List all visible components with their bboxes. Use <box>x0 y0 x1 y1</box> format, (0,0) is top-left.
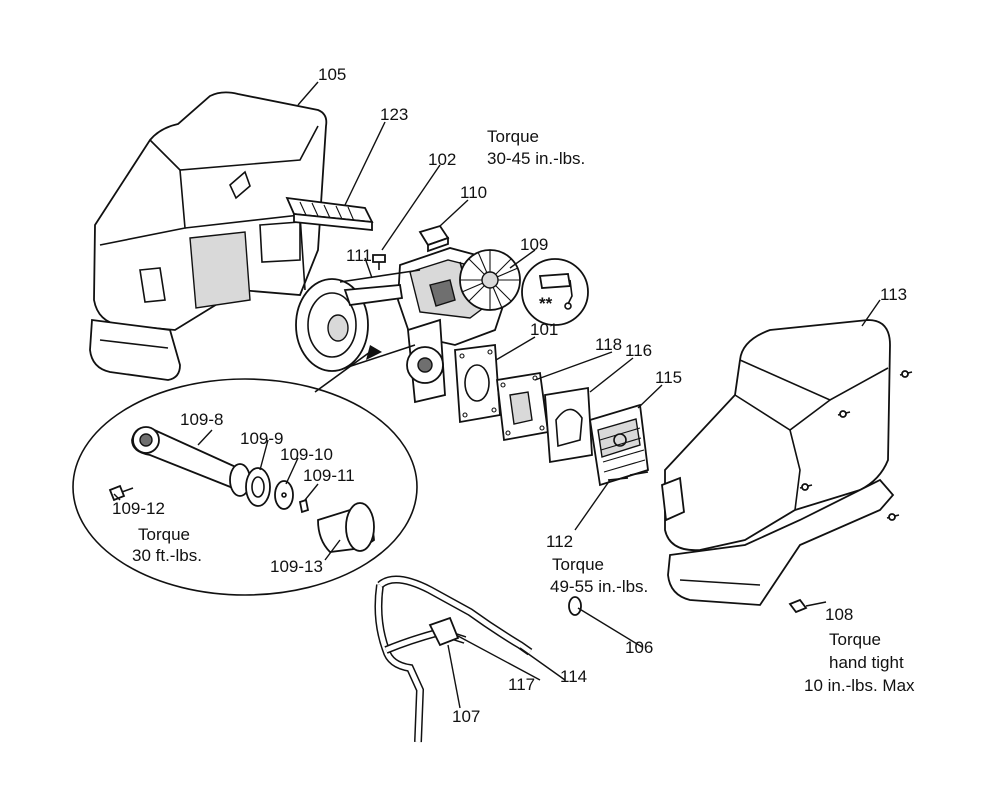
gasket-101 <box>454 343 501 424</box>
label-115: 115 <box>655 368 682 387</box>
label-109-9: 109-9 <box>240 429 283 448</box>
pulley-belt <box>295 269 421 372</box>
part-labels: 105 123 102 110 111 109 ** 101 118 116 1… <box>112 65 907 726</box>
label-108: 108 <box>825 605 853 624</box>
fitting-106 <box>568 596 582 616</box>
label-109-10: 109-10 <box>280 445 333 464</box>
label-113: 113 <box>880 285 907 304</box>
label-109-8: 109-8 <box>180 410 223 429</box>
label-112: 112 <box>546 532 573 551</box>
tubing-107 <box>374 575 533 743</box>
label-109-13: 109-13 <box>270 557 323 576</box>
torque-top-value: 30-45 in.-lbs. <box>487 149 585 168</box>
label-118: 118 <box>595 335 622 354</box>
label-double-star: ** <box>539 294 553 313</box>
torque-shroud-max: 10 in.-lbs. Max <box>804 676 915 695</box>
valve-plate-118 <box>496 371 550 442</box>
screw-102 <box>372 254 386 270</box>
torque-shroud-title: Torque <box>829 630 881 649</box>
right-shroud-113 <box>661 319 913 606</box>
bolts-112 <box>607 471 649 481</box>
motor-pump-109 <box>397 247 521 404</box>
label-117: 117 <box>508 675 535 694</box>
torque-notes: Torque 30-45 in.-lbs. Torque 30 ft.-lbs.… <box>132 127 915 695</box>
label-123: 123 <box>380 105 408 124</box>
label-109: 109 <box>520 235 548 254</box>
capacitor-inset <box>521 258 589 326</box>
inset-arrow-head <box>366 345 382 360</box>
torque-head-value: 49-55 in.-lbs. <box>550 577 648 596</box>
torque-shroud-value: hand tight <box>829 653 904 672</box>
label-101: 101 <box>530 320 558 339</box>
left-shroud-105 <box>89 91 328 381</box>
label-109-11: 109-11 <box>303 466 355 485</box>
label-107: 107 <box>452 707 480 726</box>
label-105: 105 <box>318 65 346 84</box>
cylinder-head-115 <box>588 403 649 487</box>
label-114: 114 <box>560 667 587 686</box>
torque-head-title: Torque <box>552 555 604 574</box>
leader-lines <box>113 81 881 709</box>
torque-rod-title: Torque <box>138 525 190 544</box>
torque-top-title: Torque <box>487 127 539 146</box>
label-109-12: 109-12 <box>112 499 165 518</box>
label-110: 110 <box>460 183 487 202</box>
label-116: 116 <box>625 341 652 360</box>
filter-123 <box>285 196 374 231</box>
connecting-rod-inset <box>72 378 418 596</box>
pad-110 <box>418 224 450 253</box>
label-106: 106 <box>625 638 653 657</box>
label-111: 111 <box>346 246 372 265</box>
gasket-116 <box>544 386 593 464</box>
screw-108 <box>788 598 827 614</box>
torque-rod-value: 30 ft.-lbs. <box>132 546 202 565</box>
inset-pointer <box>314 351 371 393</box>
label-102: 102 <box>428 150 456 169</box>
